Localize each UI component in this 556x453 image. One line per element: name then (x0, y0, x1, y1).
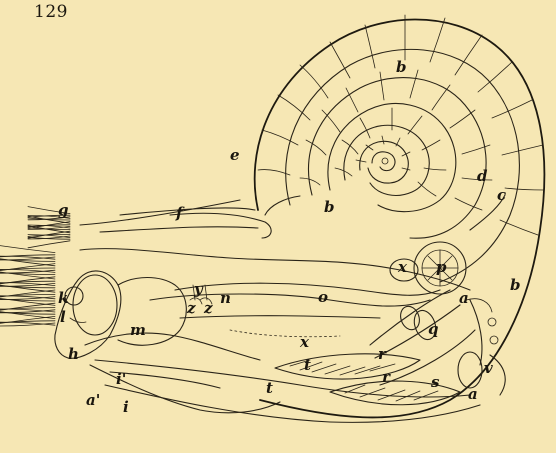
label-c: c (497, 186, 506, 204)
label-x1: x (397, 258, 408, 276)
label-b2: b (324, 198, 335, 216)
label-a1: a (459, 289, 469, 307)
label-t1: t (304, 356, 311, 374)
label-z2: z (203, 299, 213, 317)
label-b3: b (510, 276, 521, 294)
label-n: n (220, 289, 231, 307)
tentacle-stroke (0, 312, 55, 319)
label-s: s (431, 373, 440, 391)
label-g: g (58, 201, 69, 219)
label-r1: r (378, 345, 387, 363)
label-z1: z (186, 299, 196, 317)
label-i1: i' (116, 370, 126, 388)
label-v: v (484, 359, 493, 377)
tentacle-stroke (0, 298, 55, 305)
label-l: l (60, 308, 66, 326)
label-r2: r (382, 368, 391, 386)
label-y: y (193, 280, 204, 298)
label-p: p (436, 258, 447, 276)
label-k: k (58, 289, 68, 307)
tentacle-stroke (0, 246, 55, 253)
label-q: q (428, 320, 439, 338)
tentacle-stroke (0, 285, 55, 292)
label-o: o (318, 288, 328, 306)
label-b1: b (396, 58, 407, 76)
label-a2: a' (86, 391, 100, 409)
tentacle-stroke (0, 259, 55, 266)
label-e: e (230, 146, 240, 164)
label-a3: a (468, 385, 478, 403)
label-f: f (175, 204, 185, 222)
label-d: d (477, 167, 488, 185)
tentacle-stroke (28, 241, 70, 248)
label-m: m (130, 321, 146, 339)
shell (255, 19, 545, 417)
label-x2: x (299, 333, 310, 351)
tentacle-stroke (0, 272, 55, 279)
label-t2: t (266, 379, 273, 397)
label-i2: i (123, 398, 129, 416)
label-h: h (68, 345, 79, 363)
